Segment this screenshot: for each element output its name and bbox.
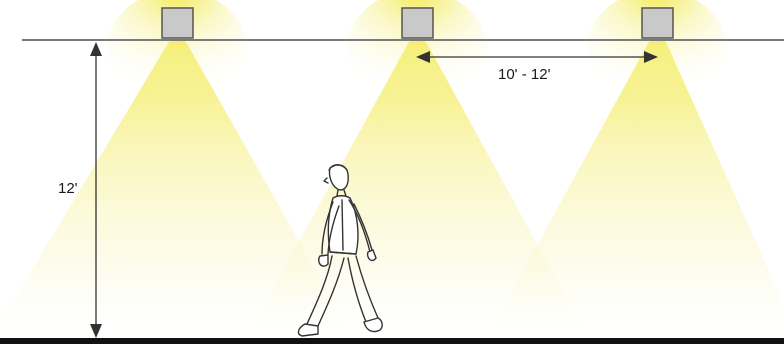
light-fixture-icon: [162, 8, 193, 38]
ceiling-height-label: 12': [58, 180, 78, 197]
light-fixture-icon: [642, 8, 673, 38]
fixture-spacing-label: 10' - 12': [498, 66, 550, 83]
floor-line: [0, 338, 784, 344]
arrow-icon: [90, 42, 102, 56]
light-beams: [0, 0, 784, 340]
light-fixture-icon: [402, 8, 433, 38]
